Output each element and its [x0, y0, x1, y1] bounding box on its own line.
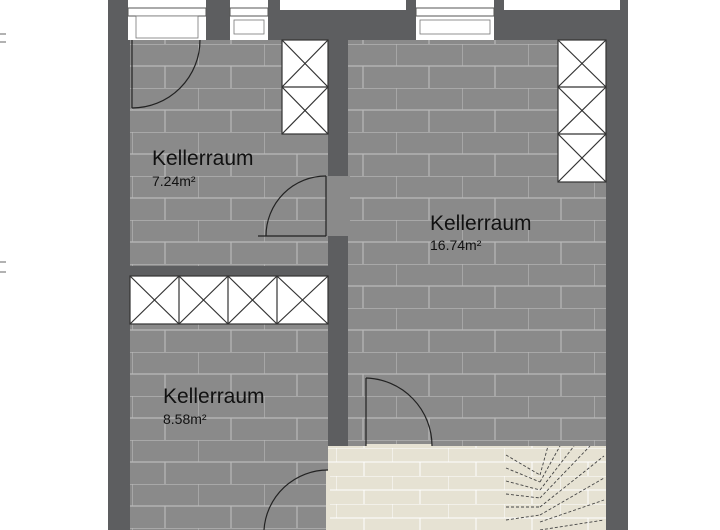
shelf-right [557, 39, 607, 183]
room-label-area: 7.24m² [152, 173, 196, 189]
door-swing-middle [258, 175, 327, 237]
door-swing-top-left [131, 39, 201, 109]
door-opening-bottom [326, 470, 330, 530]
window-1 [127, 0, 207, 40]
window-4 [415, 0, 495, 40]
shelf-top-left [281, 39, 329, 135]
shelf-bottom-left [129, 275, 329, 325]
window-2 [229, 0, 269, 40]
room-label-name: Kellerraum [430, 212, 532, 235]
staircase [505, 445, 605, 530]
door-opening-hall [366, 444, 432, 448]
room-label-area: 16.74m² [430, 237, 482, 253]
stair-hall-floor [328, 446, 606, 530]
door-swing-hall [365, 377, 433, 447]
door-opening-middle [326, 176, 350, 236]
room-label-name: Kellerraum [163, 385, 265, 408]
room-label-area: 8.58m² [163, 411, 207, 427]
room-label-name: Kellerraum [152, 147, 254, 170]
window-3 [280, 0, 406, 10]
door-swing-bottom [263, 469, 329, 530]
dimension-ticks [0, 33, 6, 273]
window-5 [504, 0, 620, 10]
